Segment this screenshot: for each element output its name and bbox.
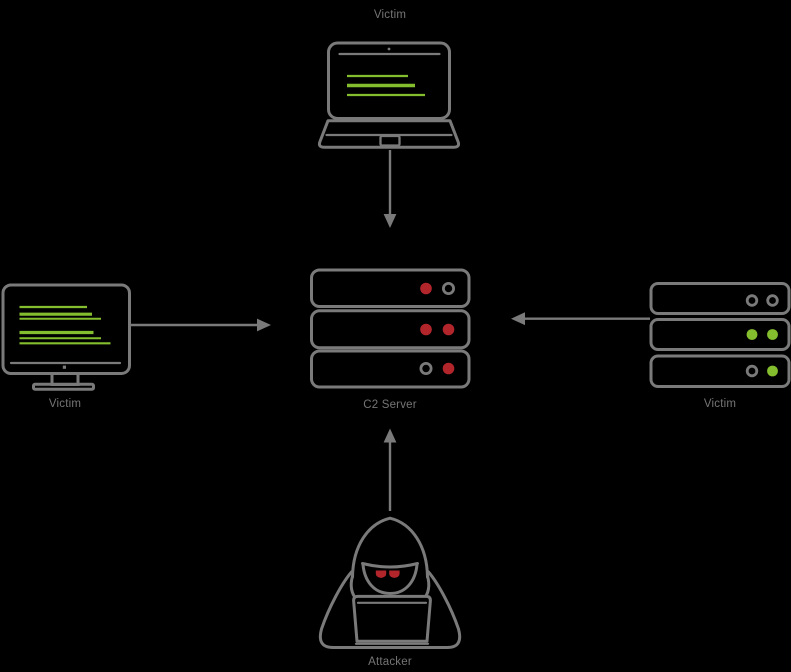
led-indicator xyxy=(441,281,455,295)
node-attacker: Attacker xyxy=(318,428,462,668)
monitor-stand-base xyxy=(32,382,95,391)
arrow-top-victim-to-c2 xyxy=(383,150,397,228)
laptop-camera-dot xyxy=(387,47,391,51)
right-victim-label: Victim xyxy=(704,398,736,410)
led-indicator xyxy=(420,323,432,336)
laptop-base xyxy=(317,119,461,149)
server-unit xyxy=(649,354,791,388)
monitor-screen xyxy=(1,283,131,375)
led-indicator xyxy=(442,362,455,375)
laptop-trackpad xyxy=(379,134,401,147)
node-right-victim: Victim xyxy=(511,282,791,410)
led-indicator xyxy=(420,282,432,295)
server-rack-icon xyxy=(649,282,791,388)
server-unit xyxy=(310,309,471,350)
arrow-head-down xyxy=(383,214,397,228)
attacker-face xyxy=(361,563,419,595)
led-indicator xyxy=(767,329,778,340)
attacker-label: Attacker xyxy=(368,656,412,668)
attacker-laptop-lid xyxy=(352,594,432,643)
server-unit xyxy=(310,349,471,389)
hooded-hacker-icon xyxy=(318,516,462,649)
arrow-head-left xyxy=(511,312,525,326)
laptop-code-icon xyxy=(317,41,461,149)
led-indicator xyxy=(419,361,433,375)
server-unit xyxy=(310,268,471,308)
arrow-head-right xyxy=(257,318,271,332)
laptop-screen xyxy=(327,41,451,120)
led-indicator xyxy=(745,294,759,307)
left-victim-label: Victim xyxy=(49,398,81,410)
led-indicator xyxy=(766,294,779,307)
top-victim-label: Victim xyxy=(374,9,406,21)
led-indicator xyxy=(746,329,758,340)
arrow-right-victim-to-c2 xyxy=(511,312,650,326)
attacker-hood xyxy=(351,516,429,579)
arrow-attacker-to-c2 xyxy=(383,428,397,511)
node-left-victim: Victim xyxy=(1,283,271,410)
monitor-code-icon xyxy=(1,283,131,391)
attacker-body xyxy=(318,570,462,649)
server-unit xyxy=(649,318,791,351)
c2-server-label: C2 Server xyxy=(363,399,417,411)
node-c2-server: C2 Server xyxy=(310,268,471,411)
arrow-left-victim-to-c2 xyxy=(131,318,271,332)
led-indicator xyxy=(767,365,778,377)
attacker-glasses-left xyxy=(375,570,387,578)
led-indicator xyxy=(745,364,759,378)
monitor-power-dot xyxy=(62,365,66,369)
server-unit xyxy=(649,282,791,315)
attacker-glasses-right xyxy=(389,570,400,578)
server-rack-icon xyxy=(310,268,471,389)
attacker-hood-opening xyxy=(361,562,419,569)
arrow-head-up xyxy=(383,428,397,443)
led-indicator xyxy=(442,323,455,336)
node-top-victim: Victim xyxy=(317,9,461,228)
